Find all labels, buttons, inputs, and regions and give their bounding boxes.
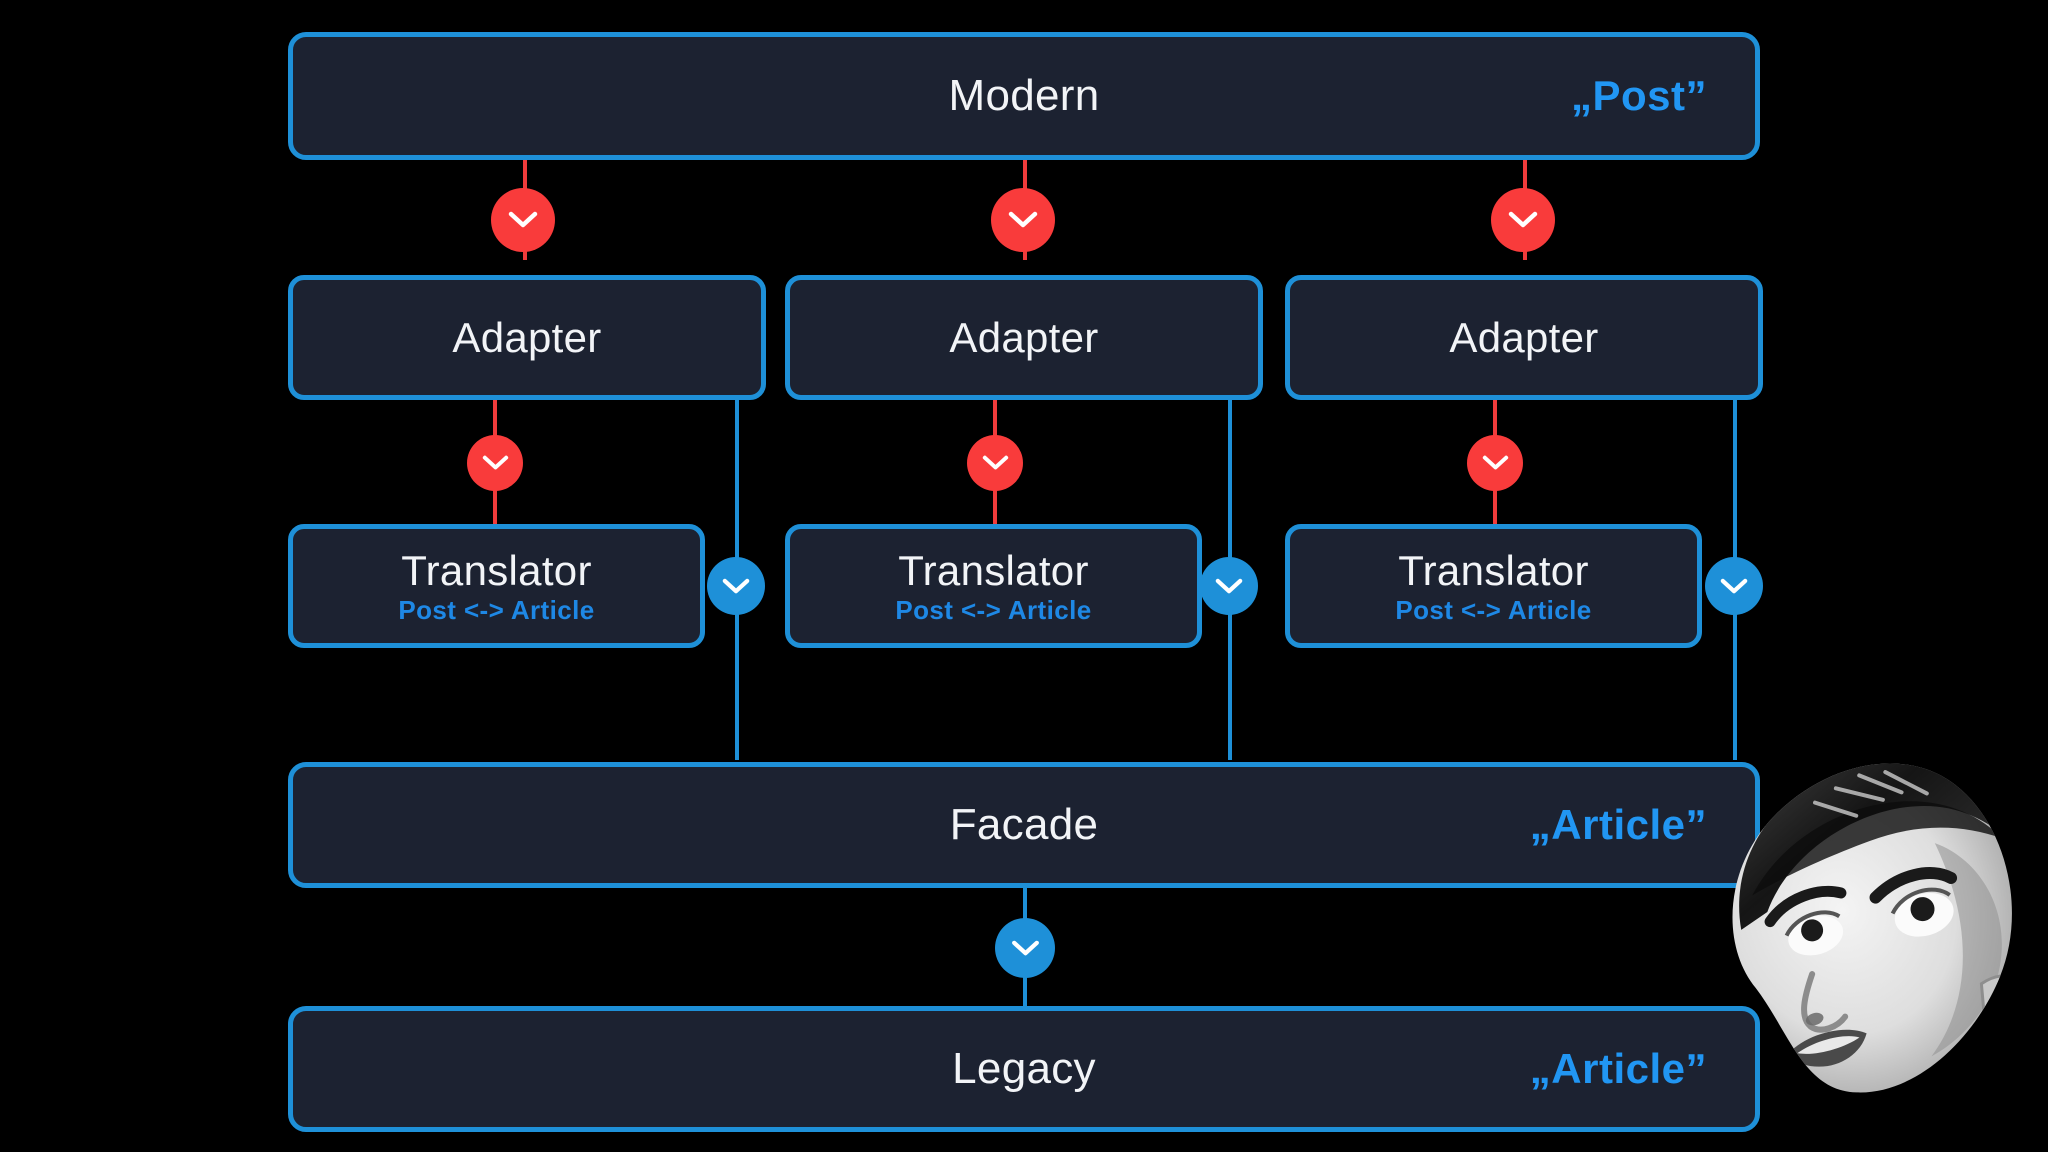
hair-shadow (1752, 801, 2003, 896)
node-translator-3-sublabel: Post <-> Article (1395, 595, 1592, 626)
eyebrow-left (1764, 885, 1847, 928)
node-translator-3[interactable]: Translator Post <-> Article (1285, 524, 1702, 648)
node-modern-badge: „Post” (1570, 72, 1707, 119)
hair-highlights (1813, 770, 1929, 818)
chevron-down-icon-adapter-2-translator-2[interactable] (967, 435, 1023, 491)
node-translator-1-label: Translator (401, 546, 592, 594)
eyebrow-right (1869, 867, 1958, 904)
chevron-down-icon-adapter-2-facade[interactable] (1200, 557, 1258, 615)
node-modern[interactable]: Modern „Post” (288, 32, 1760, 160)
eye-left (1788, 915, 1844, 956)
node-translator-1-sublabel: Post <-> Article (398, 595, 595, 626)
chevron-down-icon-adapter-3-facade[interactable] (1705, 557, 1763, 615)
eyelid-right (1890, 887, 1951, 915)
node-facade-badge: „Article” (1529, 801, 1707, 848)
node-legacy-label: Legacy (952, 1044, 1096, 1093)
ear-detail (1992, 992, 2019, 1012)
node-adapter-2-label: Adapter (949, 313, 1099, 361)
jaw-shadow (1792, 1040, 1981, 1106)
ear (1979, 974, 2036, 1043)
chevron-down-icon-adapter-1-facade[interactable] (707, 557, 765, 615)
chevron-down-icon-facade-legacy[interactable] (995, 918, 1055, 978)
node-adapter-2[interactable]: Adapter (785, 275, 1263, 400)
chevron-down-icon-modern-adapter-1[interactable] (491, 188, 555, 252)
eye-right (1894, 893, 1954, 937)
node-facade-label: Facade (949, 800, 1099, 849)
node-adapter-3[interactable]: Adapter (1285, 275, 1763, 400)
node-translator-3-label: Translator (1398, 546, 1589, 594)
node-translator-2-label: Translator (898, 546, 1089, 594)
eyelid-left (1784, 910, 1841, 937)
pupil-right (1910, 897, 1935, 922)
chevron-down-icon-adapter-3-translator-3[interactable] (1467, 435, 1523, 491)
node-translator-1[interactable]: Translator Post <-> Article (288, 524, 705, 648)
node-facade[interactable]: Facade „Article” (288, 762, 1760, 888)
teeth (1797, 1036, 1860, 1054)
chevron-down-icon-modern-adapter-3[interactable] (1491, 188, 1555, 252)
node-translator-2-sublabel: Post <-> Article (895, 595, 1092, 626)
nostril (1805, 1012, 1824, 1026)
node-legacy[interactable]: Legacy „Article” (288, 1006, 1760, 1132)
chevron-down-icon-adapter-1-translator-1[interactable] (467, 435, 523, 491)
nose (1801, 971, 1849, 1033)
node-modern-label: Modern (948, 71, 1100, 120)
node-translator-2[interactable]: Translator Post <-> Article (785, 524, 1202, 648)
chevron-down-icon-modern-adapter-2[interactable] (991, 188, 1055, 252)
node-legacy-badge: „Article” (1529, 1045, 1707, 1092)
mouth (1785, 1029, 1867, 1067)
node-adapter-1-label: Adapter (452, 313, 602, 361)
pupil-left (1801, 919, 1824, 942)
node-adapter-3-label: Adapter (1449, 313, 1599, 361)
cheek-shading (1931, 843, 2002, 1057)
node-adapter-1[interactable]: Adapter (288, 275, 766, 400)
